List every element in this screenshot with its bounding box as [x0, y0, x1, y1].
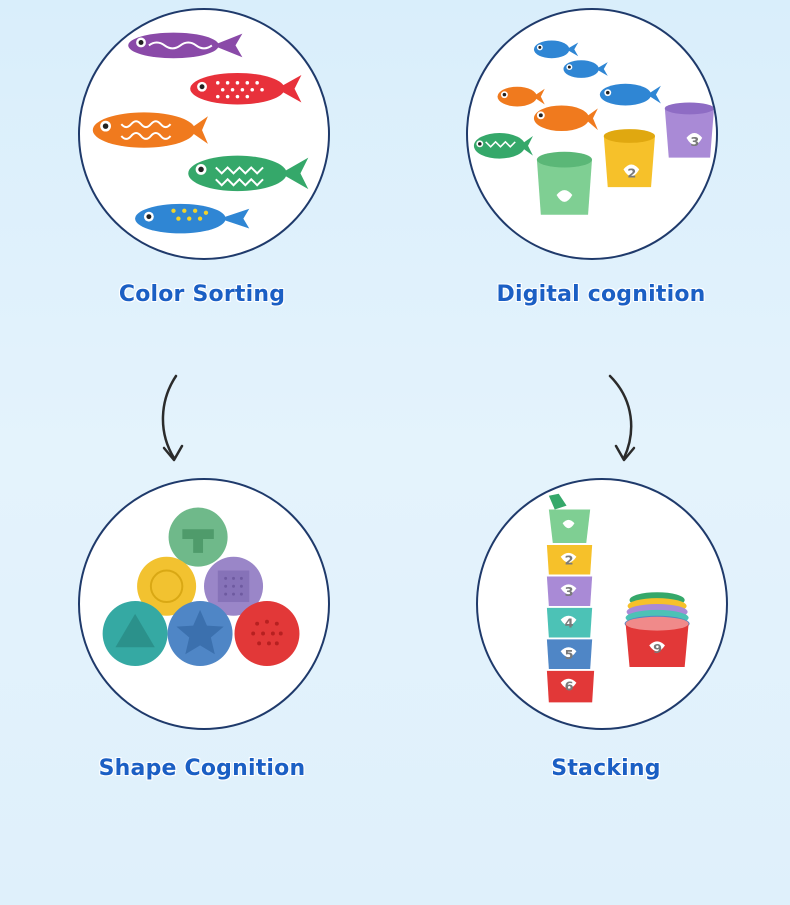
cup-number-4: 4 — [565, 617, 574, 632]
stacking-cups-icon: 2 3 4 5 6 9 — [546, 493, 690, 703]
shape-cognition-label: Shape Cognition — [98, 756, 306, 781]
cup-number-2: 2 — [565, 554, 574, 569]
orange-fish — [92, 112, 208, 148]
shape-blocks-icon — [102, 507, 300, 666]
curved-arrow-down-icon-right — [608, 374, 636, 462]
purple-cup-3: 3 — [664, 102, 715, 158]
cup-number-3: 3 — [565, 585, 574, 600]
cup-number-6: 6 — [565, 680, 574, 695]
shape-cognition-image — [78, 478, 330, 730]
cup-number-3: 3 — [690, 135, 699, 150]
yellow-cup-2: 2 — [603, 129, 655, 188]
fish-toys-icon — [92, 32, 309, 234]
fish-and-number-cups-icon: 3 2 — [473, 40, 715, 215]
cup-number-5: 5 — [565, 648, 574, 663]
cup-number-2: 2 — [627, 166, 636, 181]
red-fish — [190, 72, 302, 105]
digital-cognition-image: 3 2 — [466, 8, 718, 260]
purple-fish — [128, 32, 243, 59]
curved-arrow-down-icon-left — [161, 374, 184, 462]
green-fish — [188, 155, 309, 192]
color-sorting-label: Color Sorting — [118, 282, 286, 307]
digital-cognition-label: Digital cognition — [496, 282, 706, 307]
stacking-image: 2 3 4 5 6 9 — [476, 478, 728, 730]
green-cup-1 — [536, 151, 592, 215]
blue-fish — [135, 203, 250, 234]
cup-number-9: 9 — [653, 642, 662, 657]
stacking-label: Stacking — [551, 756, 661, 781]
color-sorting-image — [78, 8, 330, 260]
